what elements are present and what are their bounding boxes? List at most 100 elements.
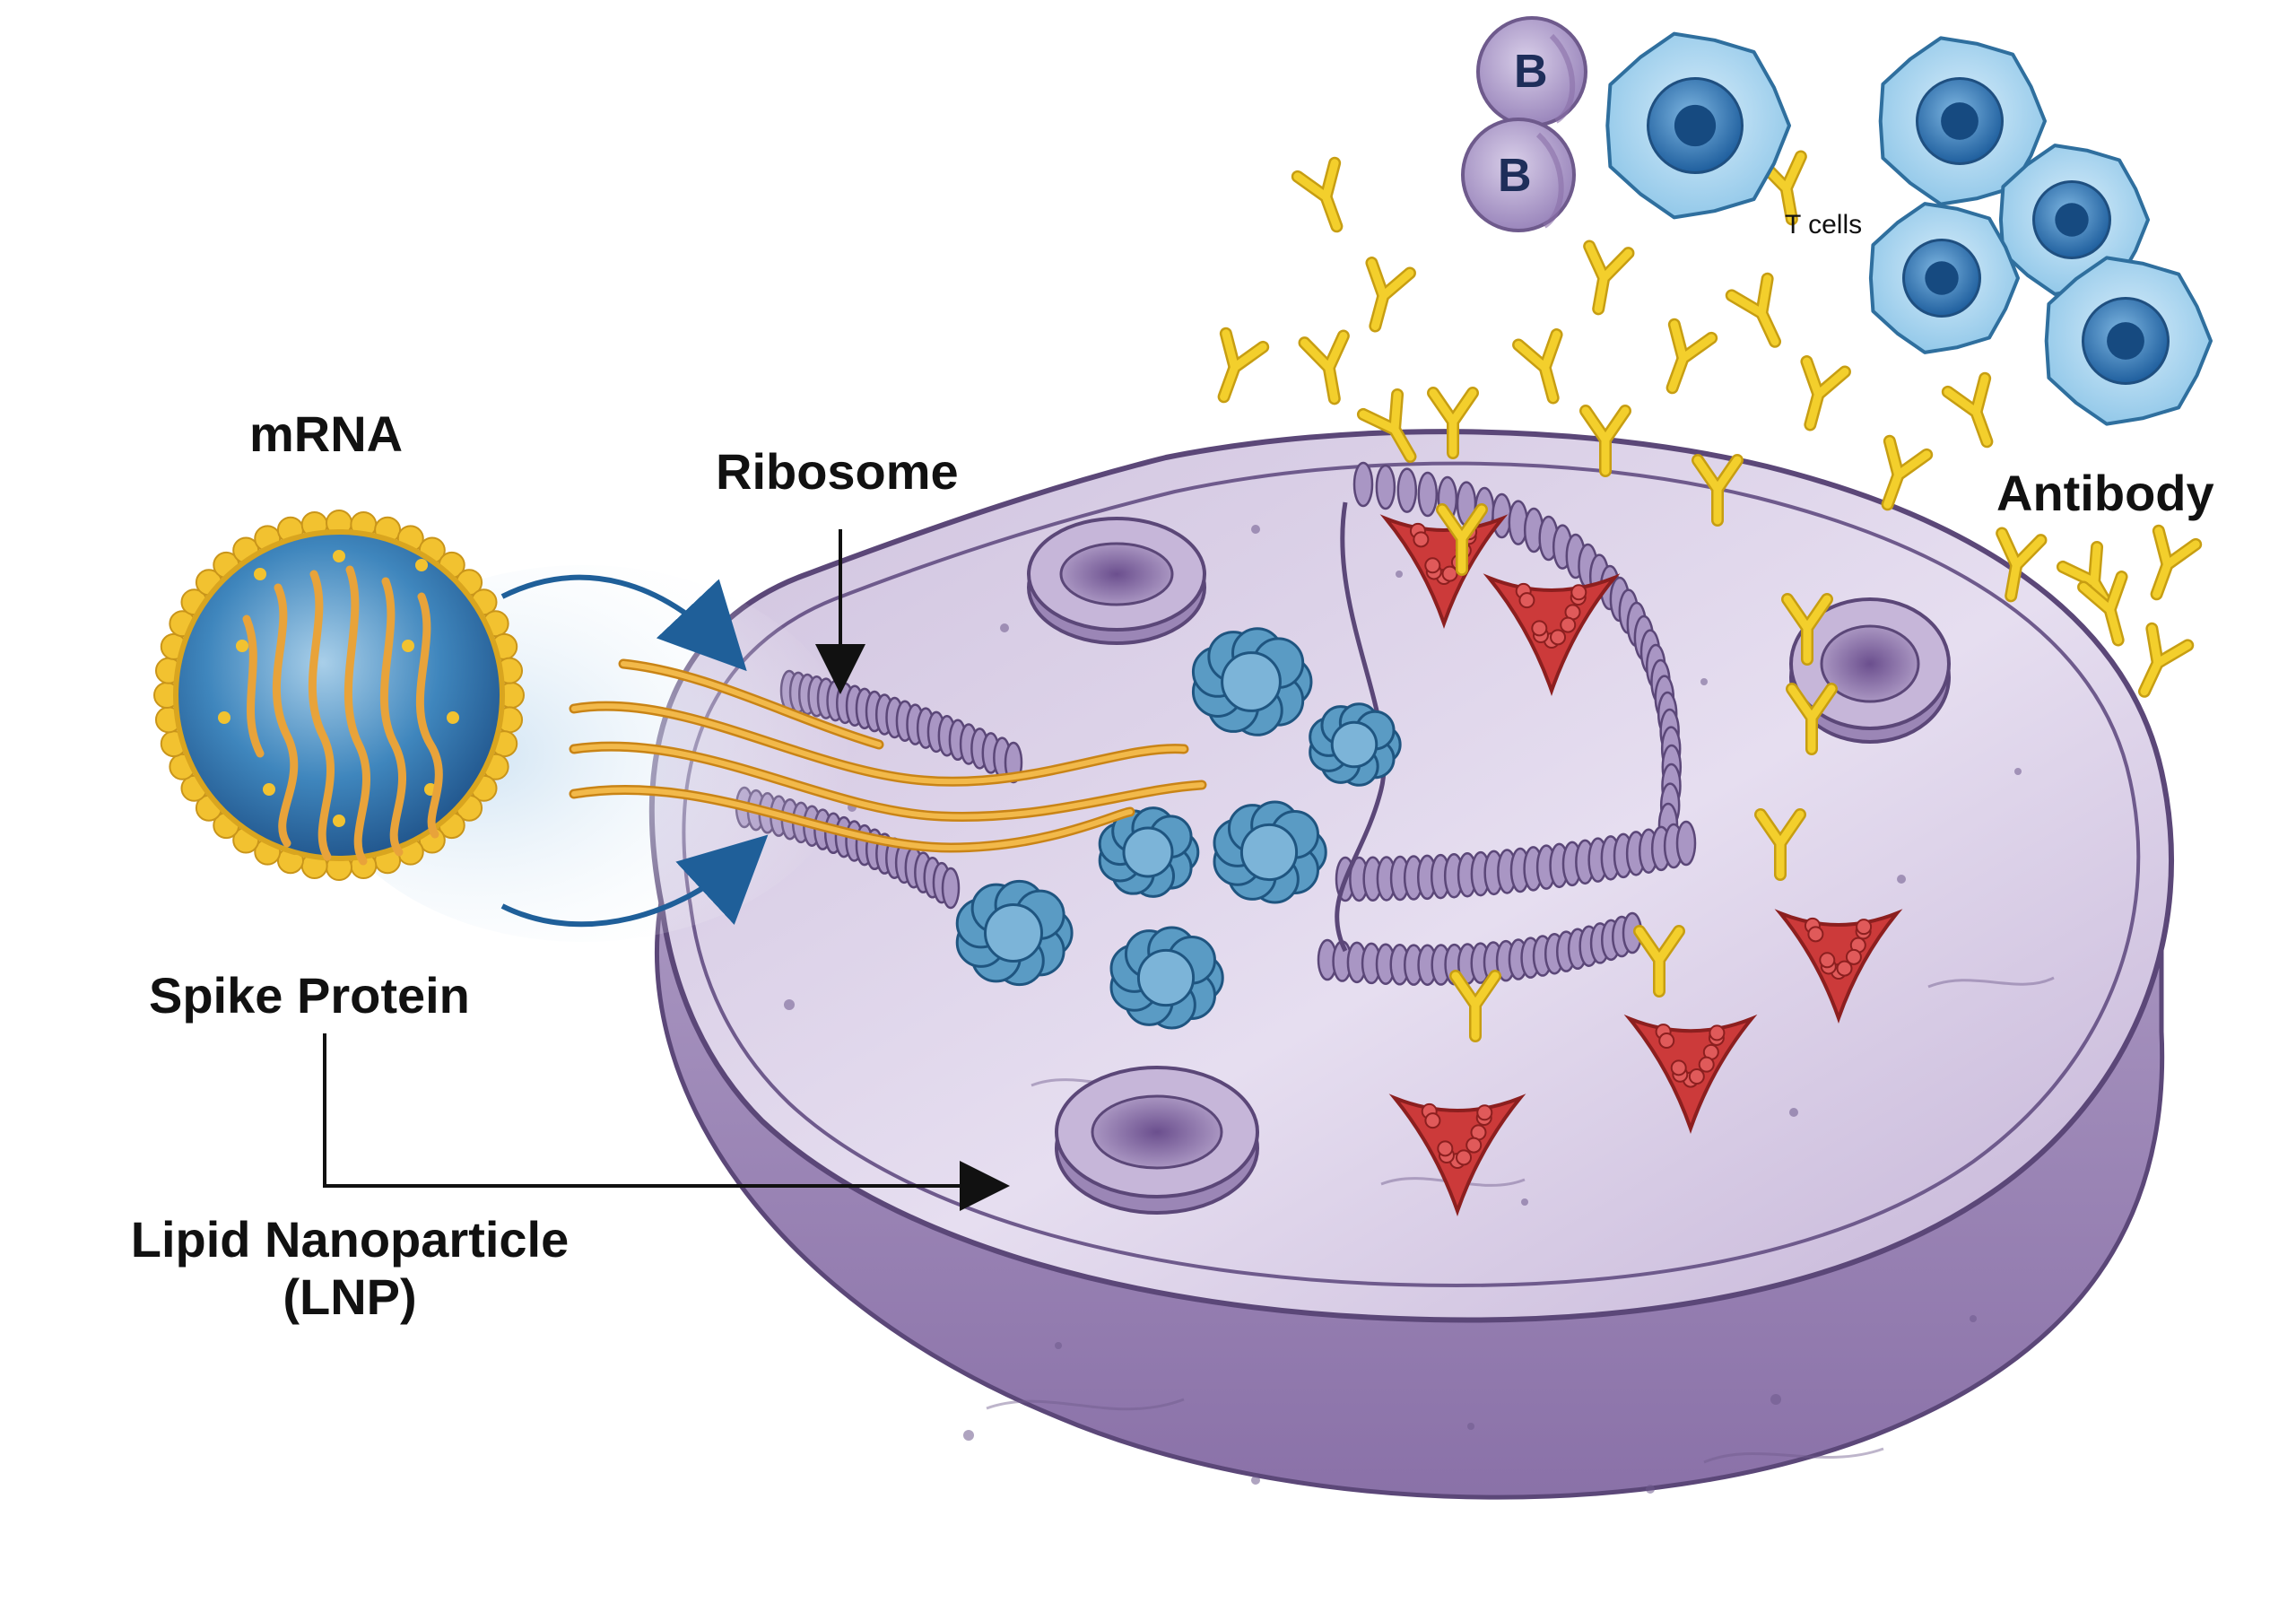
ribosome: [955, 879, 1074, 987]
spike-texture: [1456, 1149, 1473, 1166]
antibody: [1692, 454, 1744, 527]
payload-dot: [415, 559, 428, 571]
antibody-fill: [1668, 320, 1716, 392]
membrane-bead: [1375, 464, 1396, 510]
spike-texture: [1819, 952, 1836, 969]
antibody: [1996, 527, 2048, 603]
antibody: [1449, 970, 1501, 1042]
antibody: [1436, 503, 1488, 576]
spike-protein: [1623, 1014, 1758, 1135]
ribosome-core: [1330, 720, 1378, 769]
antibody-fill: [2152, 527, 2200, 598]
antibodies: [1217, 150, 2203, 1042]
membrane-bead: [1417, 471, 1439, 518]
antibody-fill: [1300, 332, 1348, 403]
t-cells: [1605, 31, 2213, 426]
antibody-fill: [1220, 329, 1267, 401]
membrane-bead: [1396, 467, 1418, 513]
antibody-fill: [1451, 972, 1500, 1041]
ribosome: [1098, 806, 1200, 898]
antibody-fill: [1883, 437, 1931, 509]
antibody-fill: [1944, 374, 1991, 446]
lnp-core: [173, 529, 505, 861]
antibody: [2150, 524, 2203, 601]
ribosome-core: [984, 903, 1043, 963]
mrna-strands-entering: [569, 658, 1207, 853]
antibody: [1633, 925, 1685, 998]
antibody: [2077, 571, 2128, 647]
nuclear-envelope: [1335, 501, 1387, 953]
membrane-bead: [1675, 820, 1697, 867]
t-cell-nucleolus: [2055, 203, 2089, 237]
spike-texture: [1807, 926, 1824, 943]
lnp-payload-dots: [218, 550, 459, 867]
spike-protein-leader-line: [323, 1033, 1010, 1211]
ribosome: [1309, 702, 1402, 787]
organelle-1: [1027, 517, 1206, 645]
payload-dot: [402, 640, 414, 652]
membrane-band-right: [1317, 461, 1697, 986]
antibody-fill: [1359, 390, 1414, 461]
ribosome-clusters: [955, 627, 1402, 1030]
ribosome-core: [1122, 826, 1174, 878]
antibody-fill: [1367, 258, 1414, 330]
antibody: [1217, 327, 1270, 404]
antibody: [1725, 272, 1782, 348]
spike-texture: [1441, 565, 1458, 582]
t-cell: [1605, 31, 1791, 220]
lipid-nanoparticle: [153, 510, 852, 942]
antibody-fill: [1783, 595, 1831, 664]
b-cell-letter-bottom: B: [1498, 150, 1532, 202]
spike-protein: [1388, 1094, 1526, 1217]
membrane-bead: [1492, 492, 1512, 539]
payload-dot: [290, 855, 302, 867]
t-cell-nucleolus: [1925, 261, 1959, 295]
entry-arrow-top: [500, 574, 747, 672]
antibody-fill: [1635, 927, 1683, 996]
antibody-fill: [1438, 505, 1486, 574]
antibody: [1291, 156, 1344, 233]
label-lnp-line1: Lipid Nanoparticle: [130, 1211, 570, 1268]
antibody: [1800, 355, 1851, 431]
spike-texture: [1518, 592, 1535, 609]
b-cell-letter-top: B: [1514, 46, 1548, 98]
antibody: [1356, 388, 1417, 463]
spike-texture: [1845, 948, 1862, 965]
label-mrna: mRNA: [249, 405, 404, 462]
spike-texture: [1424, 557, 1441, 574]
antibody-fill: [1293, 159, 1341, 231]
antibody-fill: [1581, 406, 1630, 475]
antibody-fill: [1756, 810, 1805, 879]
t-cell: [1878, 36, 2047, 206]
payload-dot: [379, 855, 392, 867]
membrane-bead: [1352, 461, 1374, 508]
mrna-strands-inside: [242, 565, 443, 866]
t-cell: [2044, 256, 2213, 426]
spike-texture: [1709, 1024, 1726, 1041]
spike-texture: [1560, 616, 1577, 633]
label-ribosome: Ribosome: [716, 443, 959, 500]
label-lnp-line2: (LNP): [283, 1268, 417, 1326]
antibody: [2137, 622, 2195, 698]
antibody: [1941, 371, 1994, 449]
spike-texture: [1658, 1033, 1675, 1050]
spike-texture: [1465, 1137, 1483, 1154]
t-cell-nucleolus: [1674, 104, 1717, 147]
spike-texture: [1476, 1104, 1493, 1121]
payload-dot: [447, 711, 459, 724]
spike-texture: [1424, 1112, 1441, 1129]
antibody: [1579, 405, 1631, 477]
antibody: [1298, 329, 1350, 405]
antibody-fill: [1514, 330, 1561, 402]
label-t-cells: T cells: [1785, 210, 1863, 240]
antibody: [1754, 808, 1806, 881]
payload-dot: [236, 640, 248, 652]
cell-rim-line: [682, 461, 2141, 1287]
spike-texture: [1570, 584, 1587, 601]
t-cell-nucleolus: [2107, 322, 2144, 360]
spike-texture: [1698, 1056, 1715, 1073]
spike-texture: [1688, 1068, 1705, 1085]
antibody-fill: [1997, 529, 2045, 600]
